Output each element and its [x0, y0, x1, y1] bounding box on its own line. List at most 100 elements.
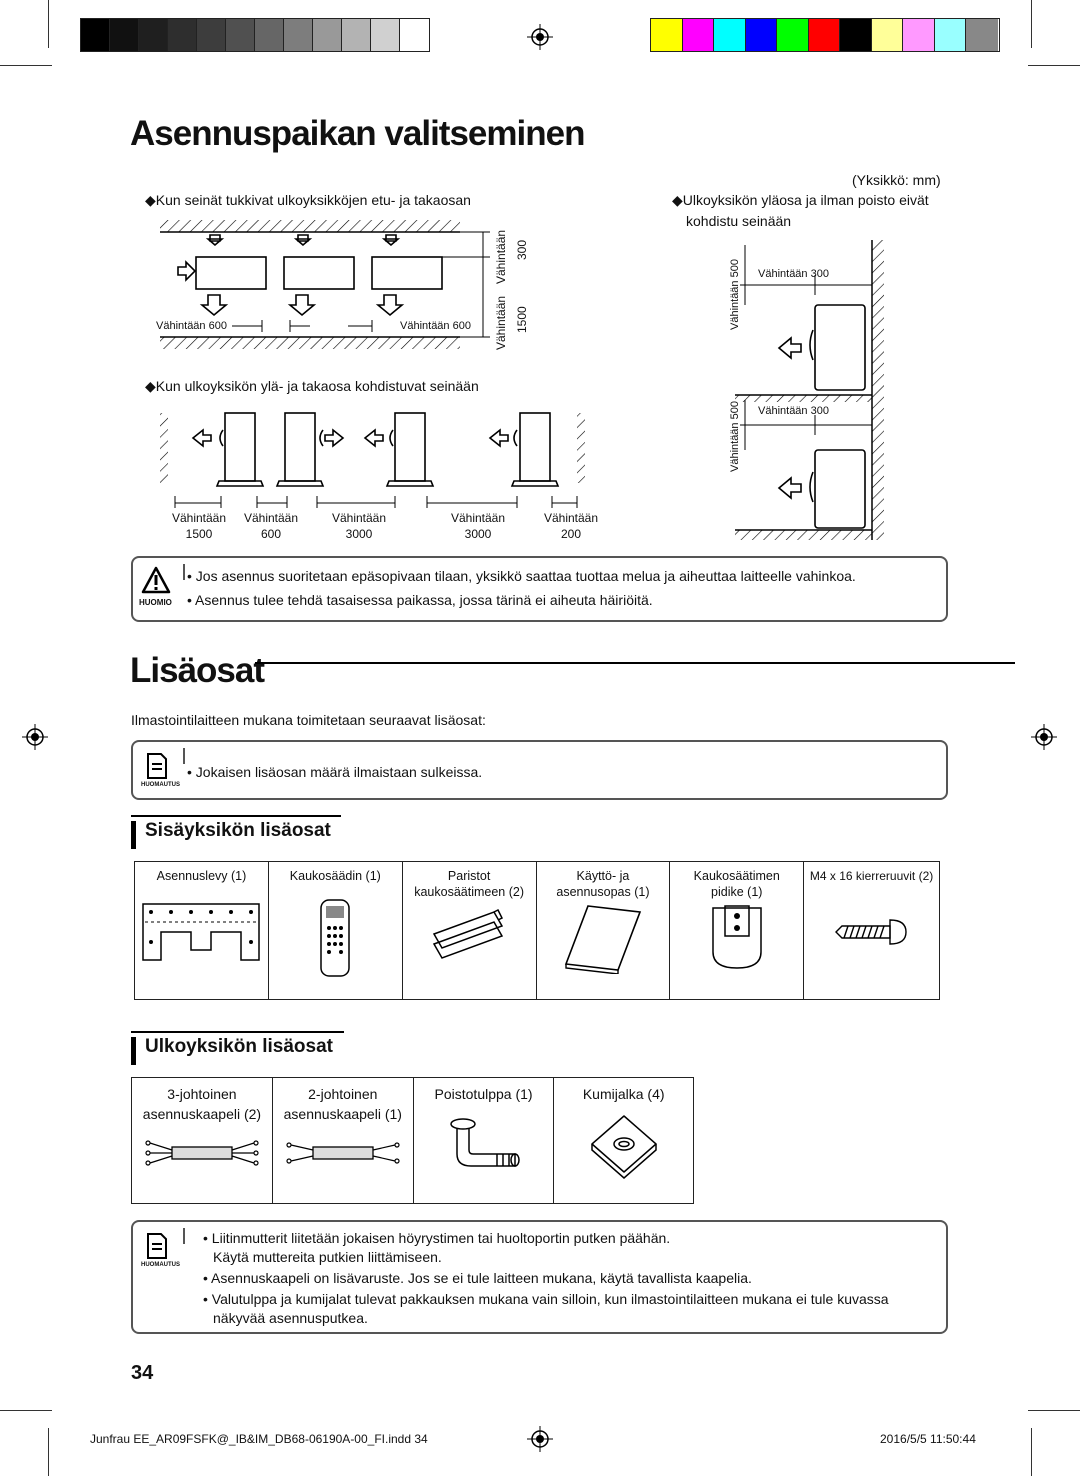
note-document-icon	[147, 753, 167, 779]
note-box-1: HUOMAUTUS • Jokaisen lisäosan määrä ilma…	[131, 740, 948, 800]
diagram2-dimension: Vähintään 1500	[164, 511, 234, 541]
outdoor-heading-rule	[131, 1031, 344, 1033]
color-swatch	[871, 19, 903, 51]
color-swatch	[745, 19, 777, 51]
accessory-cell: 2-johtoinen asennuskaapeli (1)	[271, 1077, 414, 1204]
diagram1-vert-top-label: Vähintään	[494, 229, 508, 284]
grayscale-calibration-bar	[80, 18, 430, 52]
accessory-cell: Kumijalka (4)	[553, 1077, 694, 1204]
note-box-2: HUOMAUTUS • Liitinmutterit liitetään jok…	[131, 1220, 948, 1334]
caution-item: • Asennus tulee tehdä tasaisessa paikass…	[187, 592, 653, 608]
dimension-label: Vähintään	[243, 511, 299, 525]
accessory-label: M4 x 16 kierreruuvit (2)	[809, 869, 934, 883]
caution-item: • Jos asennus suoritetaan epäsopivaan ti…	[187, 568, 856, 584]
dimension-label: Vähintään	[543, 511, 599, 525]
crop-mark	[1028, 1410, 1080, 1411]
note-divider	[183, 1228, 185, 1244]
footer-date: 2016/5/5 11:50:44	[880, 1432, 976, 1446]
color-swatch	[284, 19, 313, 51]
accessory-cell: Paristot kaukosäätimeen (2)	[401, 861, 537, 1000]
diagram3-caption-line2: kohdistu seinään	[686, 213, 792, 229]
accessory-label: Paristot	[447, 869, 491, 883]
dimension-value: 3000	[345, 527, 373, 541]
registration-mark-icon	[527, 1426, 553, 1452]
accessory-cell: Asennuslevy (1)	[134, 861, 269, 1000]
diagram3-bottom-horiz: Vähintään 300	[758, 405, 829, 417]
diagram1-vert-bottom-value: 1500	[515, 306, 529, 333]
diagram-no-wall-top	[735, 240, 884, 540]
manual-icon	[564, 905, 642, 975]
color-swatch	[903, 19, 935, 51]
caution-label: HUOMIO	[139, 598, 172, 607]
accessory-label: Asennuslevy (1)	[156, 869, 247, 883]
diagram3-bottom-vert: Vähintään 500	[729, 401, 741, 472]
diagram-front-back-walls	[160, 220, 490, 349]
remote-control-icon	[320, 899, 351, 977]
crop-mark	[1031, 0, 1032, 48]
color-swatch	[342, 19, 371, 51]
dimension-value: 1500	[185, 527, 213, 541]
screw-icon	[834, 919, 907, 945]
accessory-cell: Kaukosäädin (1)	[267, 861, 403, 1000]
color-swatch	[714, 19, 746, 51]
diagram3-caption-line1: ◆Ulkoyksikön yläosa ja ilman poisto eivä…	[672, 192, 929, 208]
diagram2-dimension: Vähintään 600	[236, 511, 306, 541]
unit-label: (Yksikkö: mm)	[852, 172, 941, 188]
cable-icon	[286, 1142, 400, 1164]
color-swatch	[226, 19, 255, 51]
color-swatch	[966, 19, 998, 51]
diagram1-right-dim: Vähintään 600	[400, 320, 471, 332]
accessory-label: Poistotulppa (1)	[434, 1086, 533, 1102]
color-swatch	[371, 19, 400, 51]
note-document-icon	[147, 1233, 167, 1259]
dimension-label: Vähintään	[331, 511, 387, 525]
registration-mark-icon	[22, 724, 48, 750]
accessory-label: 2-johtoinen	[308, 1086, 378, 1102]
diagram-top-back-walls	[160, 412, 585, 508]
color-swatch	[651, 19, 683, 51]
page-number: 34	[131, 1362, 154, 1384]
crop-mark	[1031, 1428, 1032, 1476]
indoor-heading-rule	[131, 815, 341, 817]
accessory-cell: Poistotulppa (1)	[412, 1077, 555, 1204]
dimension-label: Vähintään	[450, 511, 506, 525]
accessory-cell: 3-johtoinen asennuskaapeli (2)	[131, 1077, 273, 1204]
diagram1-left-dim: Vähintään 600	[156, 320, 227, 332]
note-divider	[183, 748, 185, 764]
cable-icon	[145, 1140, 259, 1166]
dimension-label: Vähintään	[171, 511, 227, 525]
color-swatch	[139, 19, 168, 51]
diagram1-vert-top-value: 300	[515, 239, 529, 260]
dimension-value: 600	[260, 527, 282, 541]
color-swatch	[400, 19, 429, 51]
page-title: Asennuspaikan valitseminen	[130, 114, 585, 153]
diagram1-caption: ◆Kun seinät tukkivat ulkoyksikköjen etu-…	[145, 192, 471, 208]
mounting-plate-icon	[142, 903, 261, 961]
accessory-cell: Käyttö- ja asennusopas (1)	[535, 861, 671, 1000]
accessory-label: 3-johtoinen	[167, 1086, 237, 1102]
accessory-cell: Kaukosäätimen pidike (1)	[669, 861, 805, 1000]
accessory-label: pidike (1)	[711, 885, 763, 899]
section-title: Lisäosat	[130, 651, 265, 690]
note-label: HUOMAUTUS	[141, 1262, 180, 1268]
color-swatch	[197, 19, 226, 51]
diagram2-dimension: Vähintään 3000	[324, 511, 394, 541]
dimension-value: 3000	[464, 527, 492, 541]
diagram2-caption: ◆Kun ulkoyksikön ylä- ja takaosa kohdist…	[145, 378, 479, 394]
accessory-label: asennuskaapeli (2)	[142, 1106, 262, 1122]
accessory-label: kaukosäätimeen (2)	[414, 885, 524, 899]
rubber-foot-icon	[590, 1115, 657, 1179]
note-label: HUOMAUTUS	[141, 782, 180, 788]
footer-file: Junfrau EE_AR09FSFK@_IB&IM_DB68-06190A-0…	[90, 1432, 428, 1446]
color-swatch	[682, 19, 714, 51]
accessory-label: asennusopas (1)	[556, 885, 650, 899]
crop-mark	[48, 1428, 49, 1476]
color-swatch	[110, 19, 139, 51]
color-swatch	[808, 19, 840, 51]
diagram1-vert-bottom-label: Vähintään	[494, 295, 508, 350]
accessory-label: Käyttö- ja	[576, 869, 630, 883]
note-divider	[183, 564, 185, 580]
note-item: • Asennuskaapeli on lisävaruste. Jos se …	[203, 1270, 752, 1286]
outdoor-accessories-table: 3-johtoinen asennuskaapeli (2) 2-johtoin…	[131, 1077, 694, 1204]
color-swatch	[255, 19, 284, 51]
